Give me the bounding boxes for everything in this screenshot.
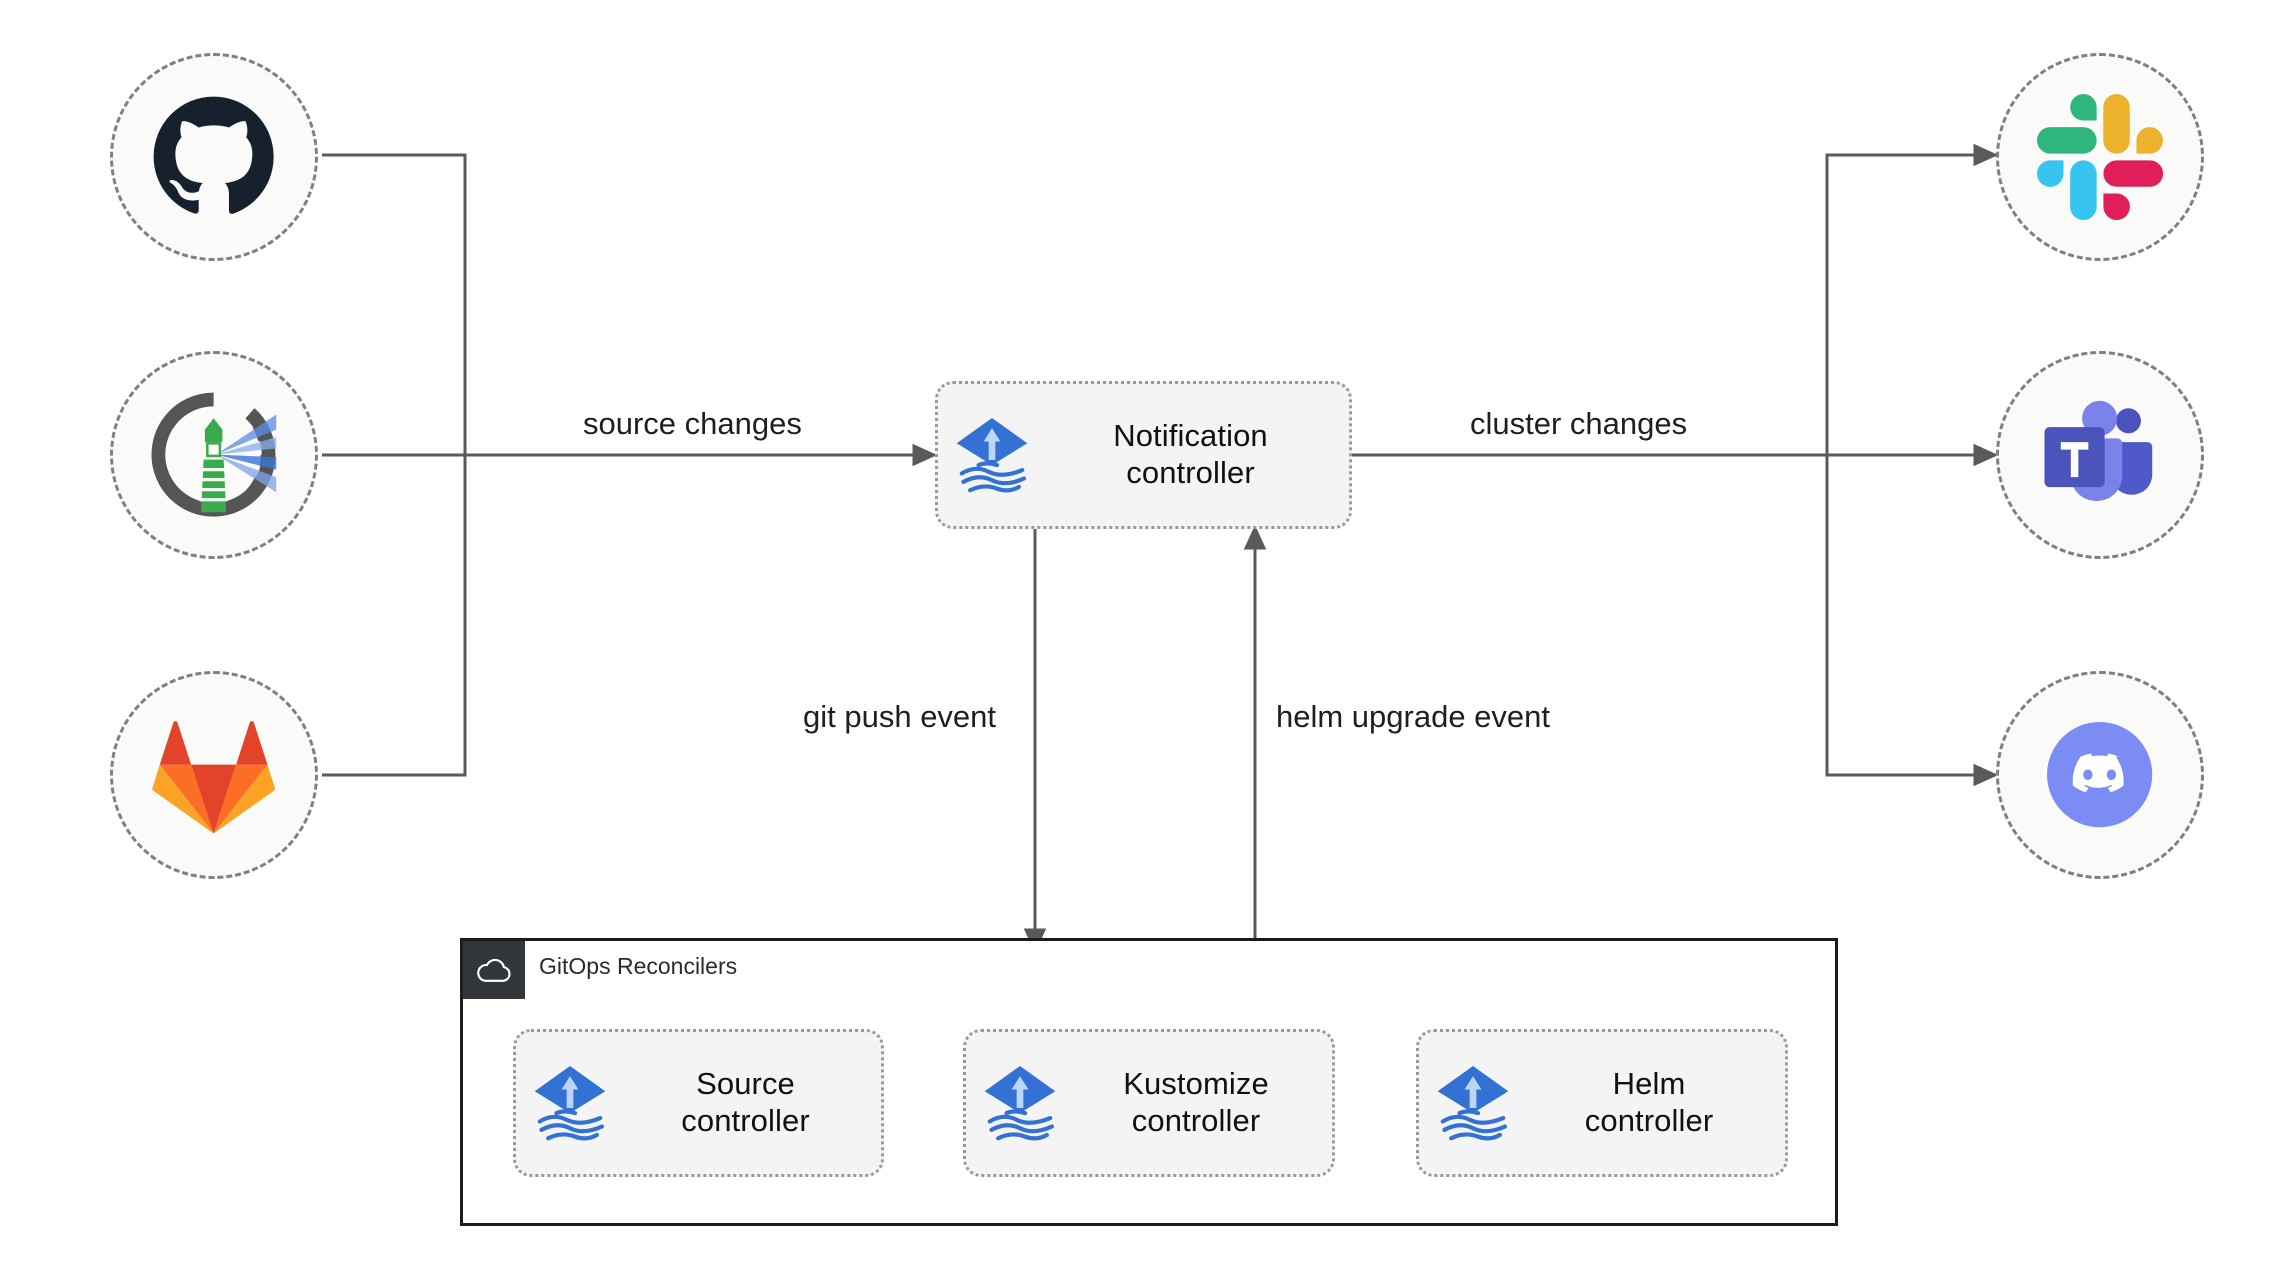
source-node-gitlab[interactable] [110,671,318,879]
microsoft-teams-icon [2037,392,2162,517]
cloud-icon [476,952,512,988]
notification-controller-label: Notification controller [1113,418,1268,490]
edge-gitlab-to-bus [322,455,467,777]
notification-controller-box[interactable]: Notification controller [935,381,1352,529]
edge-label-cluster-changes: cluster changes [1462,404,1696,444]
target-node-slack[interactable] [1996,53,2204,261]
github-icon [151,94,276,219]
edge-label-helm-upgrade-event: helm upgrade event [1268,697,1559,737]
target-node-teams[interactable] [1996,351,2204,559]
edge-label-source-changes: source changes [575,404,810,444]
flux-icon [528,1061,612,1145]
group-tab [463,941,525,999]
source-controller-box[interactable]: Source controller [513,1029,884,1177]
kustomize-controller-box[interactable]: Kustomize controller [963,1029,1335,1177]
edge-github-to-bus [322,153,467,455]
flux-icon [950,413,1034,497]
discord-icon [2037,712,2162,837]
edge-bus-to-slack [1825,143,1999,455]
kustomize-controller-label: Kustomize controller [1123,1066,1269,1138]
source-node-flux[interactable] [110,351,318,559]
gitlab-icon [151,712,276,837]
helm-controller-box[interactable]: Helm controller [1416,1029,1788,1177]
source-controller-label: Source controller [681,1066,810,1138]
source-node-github[interactable] [110,53,318,261]
flux-lighthouse-icon [151,392,277,517]
flux-icon [978,1061,1062,1145]
edge-bus-to-discord [1825,455,1999,787]
slack-icon [2037,94,2163,220]
edge-label-git-push-event: git push event [795,697,1005,737]
flux-icon [1431,1061,1515,1145]
gitops-reconcilers-title: GitOps Reconcilers [539,953,738,979]
target-node-discord[interactable] [1996,671,2204,879]
helm-controller-label: Helm controller [1584,1066,1714,1138]
